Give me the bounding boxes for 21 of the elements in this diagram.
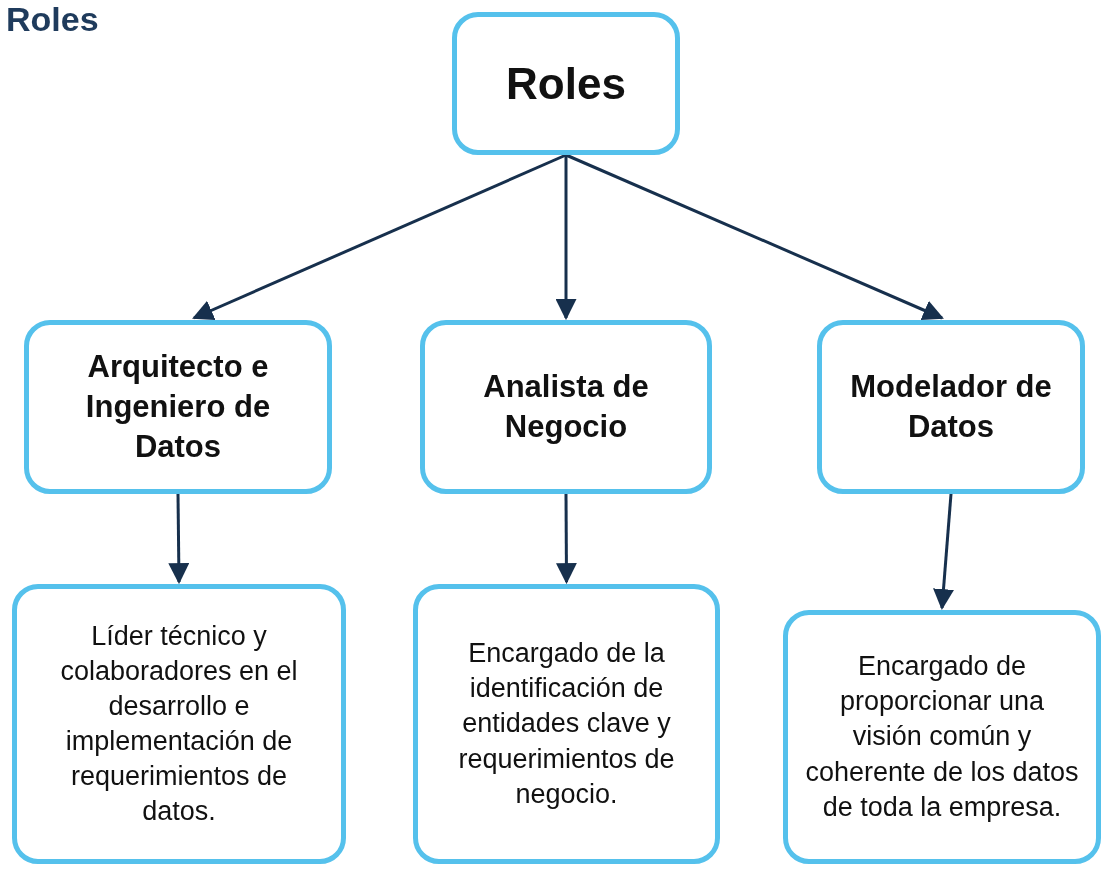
title: Roles bbox=[6, 0, 99, 39]
role-title: Modelador de Datos bbox=[849, 367, 1053, 446]
description-box bbox=[783, 610, 1101, 864]
description-box bbox=[12, 584, 346, 864]
role-box bbox=[420, 320, 712, 494]
description-text: Líder técnico y colaboradores en el desarrollo e implementación de requerimientos de datos. bbox=[59, 619, 299, 829]
role-box bbox=[452, 12, 680, 155]
arrow bbox=[565, 153, 944, 321]
description-text: Encargado de proporcionar una visión común y coherente de los datos de toda la empresa. bbox=[804, 650, 1080, 824]
role-title: Analista de Negocio bbox=[482, 367, 650, 446]
role-title: Roles bbox=[506, 57, 626, 110]
role-box bbox=[817, 320, 1085, 494]
description-text: Encargado de la identificación de entidades clave y requerimientos de negocio. bbox=[457, 637, 676, 811]
arrow bbox=[933, 493, 954, 611]
arrow bbox=[555, 494, 577, 585]
role-box bbox=[24, 320, 332, 494]
role-title: Arquitecto e Ingeniero de Datos bbox=[84, 347, 272, 467]
description-box bbox=[413, 584, 720, 864]
arrow bbox=[168, 494, 190, 585]
arrow bbox=[192, 153, 567, 321]
arrow bbox=[555, 155, 577, 321]
